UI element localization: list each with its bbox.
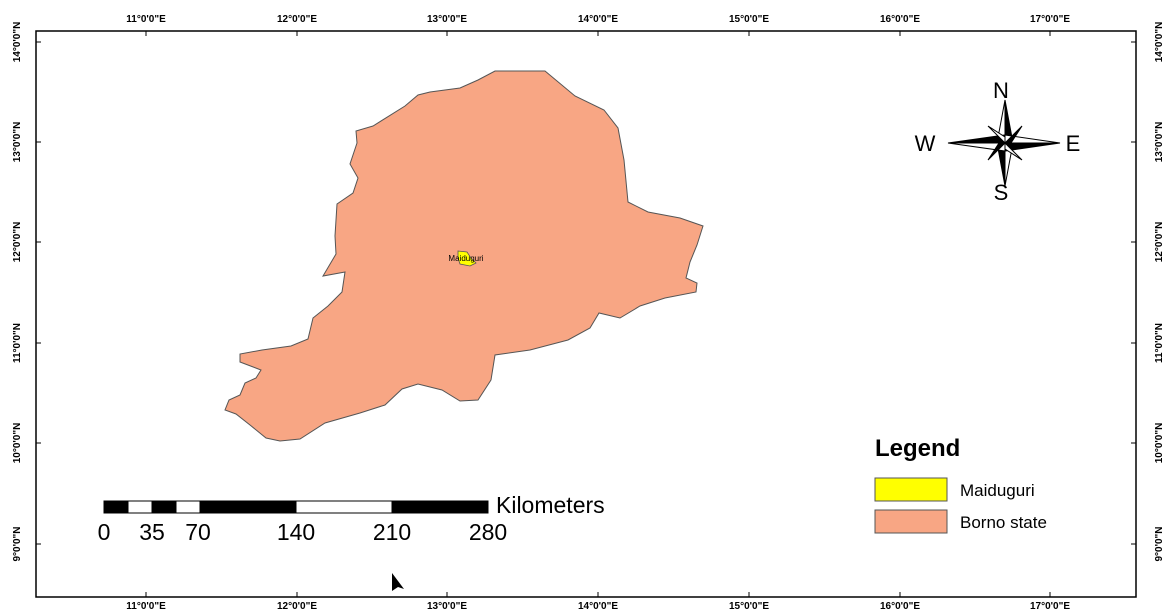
top-tick-label: 12°0'0"E	[277, 14, 317, 25]
north-arrow: N S W E	[915, 78, 1081, 205]
right-tick-label: 10°0'0"N	[1154, 423, 1165, 464]
legend-label-borno: Borno state	[960, 513, 1047, 532]
bottom-tick-labels: 11°0'0"E 12°0'0"E 13°0'0"E 14°0'0"E 15°0…	[126, 601, 1070, 612]
compass-e-label: E	[1066, 131, 1081, 156]
top-tick-label: 17°0'0"E	[1030, 14, 1070, 25]
bottom-tick-label: 11°0'0"E	[126, 601, 166, 612]
right-tick-labels: 14°0'0"N 13°0'0"N 12°0'0"N 11°0'0"N 10°0…	[1154, 22, 1165, 562]
scale-segment	[199, 500, 297, 514]
compass-n-label: N	[993, 78, 1009, 103]
right-tick-label: 12°0'0"N	[1154, 222, 1165, 263]
scale-segment	[391, 500, 489, 514]
top-tick-label: 16°0'0"E	[880, 14, 920, 25]
left-tick-label: 13°0'0"N	[12, 122, 23, 163]
right-tick-label: 13°0'0"N	[1154, 122, 1165, 163]
left-tick-label: 10°0'0"N	[12, 423, 23, 464]
legend: Legend Maiduguri Borno state	[874, 435, 1047, 534]
compass-rose-icon	[947, 99, 1061, 187]
right-tick-label: 11°0'0"N	[1154, 323, 1165, 363]
maiduguri-map-label: Maiduguri	[448, 254, 483, 263]
bottom-tick-label: 12°0'0"E	[277, 601, 317, 612]
scale-label: 0	[98, 519, 111, 545]
left-tick-label: 12°0'0"N	[12, 222, 23, 263]
scale-label: 210	[373, 519, 411, 545]
left-tick-label: 9°0'0"N	[12, 526, 23, 561]
scale-label: 280	[469, 519, 507, 545]
bottom-tick-label: 16°0'0"E	[880, 601, 920, 612]
scale-bar: Kilometers 0 35 70 140 210 280	[98, 492, 605, 545]
compass-s-label: S	[994, 180, 1009, 205]
maiduguri-polygon	[457, 250, 477, 267]
bottom-tick-label: 13°0'0"E	[427, 601, 467, 612]
graticule-ticks	[36, 31, 1136, 597]
scale-unit-label: Kilometers	[496, 492, 605, 518]
left-tick-label: 14°0'0"N	[12, 22, 23, 63]
legend-label-maiduguri: Maiduguri	[960, 481, 1035, 500]
bottom-tick-label: 15°0'0"E	[729, 601, 769, 612]
scale-segment	[151, 500, 177, 514]
scale-segment	[103, 500, 129, 514]
mouse-cursor-icon	[392, 573, 404, 591]
scale-segment	[127, 500, 153, 514]
compass-w-label: W	[915, 131, 936, 156]
top-tick-label: 15°0'0"E	[729, 14, 769, 25]
right-tick-label: 14°0'0"N	[1154, 22, 1165, 63]
legend-title: Legend	[875, 435, 960, 462]
bottom-tick-label: 17°0'0"E	[1030, 601, 1070, 612]
bottom-tick-label: 14°0'0"E	[578, 601, 618, 612]
top-tick-labels: 11°0'0"E 12°0'0"E 13°0'0"E 14°0'0"E 15°0…	[126, 14, 1070, 25]
scale-segment	[295, 500, 393, 514]
top-tick-label: 11°0'0"E	[126, 14, 166, 25]
scale-segment	[175, 500, 201, 514]
top-tick-label: 14°0'0"E	[578, 14, 618, 25]
legend-swatch-borno	[874, 509, 948, 534]
top-tick-label: 13°0'0"E	[427, 14, 467, 25]
scale-label: 140	[277, 519, 315, 545]
left-tick-label: 11°0'0"N	[12, 323, 23, 363]
legend-swatch-maiduguri	[874, 477, 948, 502]
left-tick-labels: 14°0'0"N 13°0'0"N 12°0'0"N 11°0'0"N 10°0…	[12, 22, 23, 562]
scale-label: 70	[185, 519, 211, 545]
scale-label: 35	[139, 519, 165, 545]
right-tick-label: 9°0'0"N	[1154, 526, 1165, 561]
